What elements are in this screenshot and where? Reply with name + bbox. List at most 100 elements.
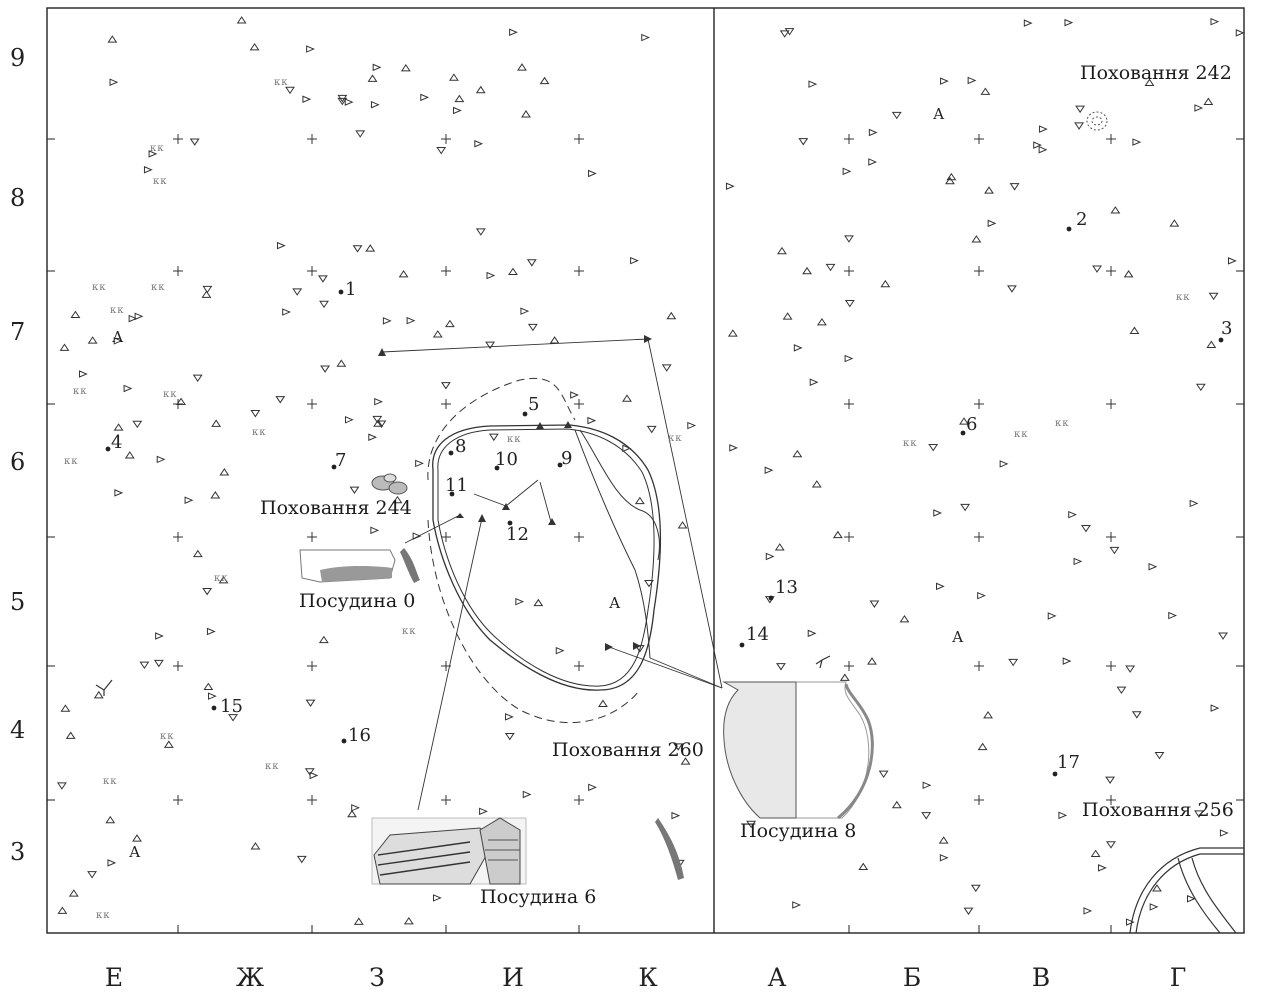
find-triangle (276, 241, 286, 250)
find-triangle (87, 336, 98, 344)
find-triangle (641, 33, 651, 42)
find-triangle (977, 742, 988, 751)
a-mark: А (609, 594, 621, 612)
find-triangle (370, 100, 380, 109)
find-triangle (764, 466, 774, 474)
grid-cross (974, 661, 984, 671)
find-triangle (999, 460, 1009, 468)
find-triangle (184, 496, 194, 504)
find-triangle (351, 804, 360, 812)
find-triangle (630, 256, 639, 265)
find-triangle (798, 138, 809, 146)
grid-cross (844, 399, 854, 409)
find-triangle (779, 30, 790, 38)
find-triangle (515, 597, 525, 606)
find-triangle (374, 397, 383, 406)
find-triangle (891, 111, 902, 120)
kk-mark: кк (214, 573, 229, 584)
find-triangle (317, 275, 328, 283)
find-triangle (1064, 18, 1074, 27)
kk-mark: кк (1176, 292, 1191, 303)
find-triangle (967, 76, 977, 85)
find-triangle (844, 235, 854, 243)
find-triangle (666, 311, 677, 320)
find-triangle (206, 627, 216, 636)
find-dot (341, 738, 347, 744)
find-triangle (355, 130, 366, 138)
find-triangle (526, 259, 537, 267)
find-triangle (420, 93, 430, 102)
find-triangle (344, 98, 354, 106)
find-dot (105, 446, 111, 452)
find-number-14: 14 (746, 624, 769, 645)
find-triangle (368, 433, 378, 442)
find-triangle (347, 809, 357, 818)
find-triangle (282, 308, 291, 316)
find-triangle (474, 140, 484, 148)
find-triangle (858, 862, 869, 871)
grid-cross (307, 266, 317, 276)
find-triangle (792, 449, 803, 458)
find-dot (557, 462, 563, 468)
find-triangle (922, 781, 932, 790)
grid-cross (1106, 266, 1116, 276)
find-triangle (60, 704, 71, 712)
find-number-10: 10 (495, 449, 518, 470)
find-triangle (1058, 811, 1068, 820)
kk-mark: кк (103, 776, 118, 787)
kk-mark: кк (96, 910, 111, 921)
find-triangle (729, 444, 739, 452)
find-triangle (114, 489, 124, 497)
find-triangle (928, 444, 939, 452)
find-triangle (533, 598, 544, 607)
find-triangle (285, 86, 295, 95)
grid-cross (974, 399, 984, 409)
find-triangle (687, 421, 697, 430)
find-dot (1218, 337, 1224, 343)
find-triangle (433, 894, 442, 902)
find-triangle (189, 138, 200, 146)
burial-256-label: Поховання 256 (1082, 799, 1234, 821)
find-dots (105, 226, 1224, 777)
find-triangle (940, 77, 949, 85)
grid-cross (441, 266, 451, 276)
find-triangle (485, 341, 496, 350)
grid-cross (1106, 532, 1116, 542)
find-triangle (305, 699, 316, 707)
find-triangle (816, 317, 827, 326)
find-triangle (250, 842, 261, 850)
vessel-6-profile (655, 818, 684, 880)
find-triangle (250, 410, 261, 418)
col-label-k: К (638, 963, 658, 992)
find-triangle (155, 632, 164, 640)
find-triangle (156, 455, 166, 464)
find-triangle (296, 855, 307, 864)
find-triangle (1009, 183, 1020, 191)
find-triangle (153, 659, 164, 668)
filled-triangles (378, 335, 652, 651)
vessel-8-drawing (722, 681, 874, 820)
find-triangle (1132, 138, 1142, 146)
find-triangle (946, 172, 957, 181)
find-triangle (987, 219, 997, 228)
find-triangle (1123, 270, 1134, 278)
find-triangle (844, 354, 854, 363)
grid-cross (974, 532, 984, 542)
find-triangle (415, 459, 424, 468)
find-triangle (370, 526, 380, 535)
find-triangle (1195, 383, 1206, 392)
a-mark: А (129, 843, 141, 861)
find-triangle (432, 330, 443, 338)
find-triangle (124, 451, 135, 459)
find-dot (448, 450, 454, 456)
find-triangle (939, 854, 949, 862)
burial-244-label: Поховання 244 (260, 497, 412, 519)
kk-mark: кк (64, 456, 79, 467)
find-triangle (192, 374, 203, 383)
kk-mark: кк (92, 282, 107, 293)
find-triangle (68, 889, 79, 897)
find-triangle (644, 580, 654, 588)
find-triangle (202, 285, 213, 294)
find-triangle (1038, 145, 1048, 154)
find-triangle (1083, 907, 1093, 915)
